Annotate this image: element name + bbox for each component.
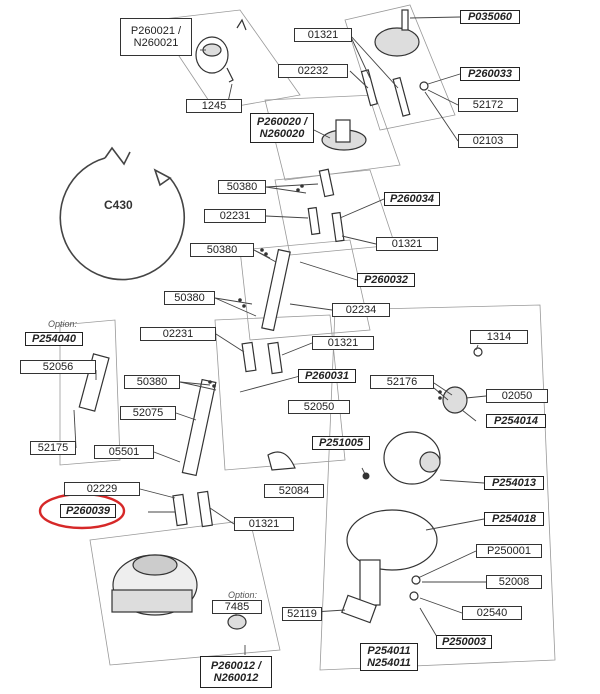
guide-frame-right [319, 304, 556, 671]
label-p254040: P254040 [25, 332, 83, 346]
label-p260020: P260020 /N260020 [250, 113, 314, 143]
label-p254011-line1: P254011 [367, 645, 411, 657]
label-50380-c: 50380 [164, 291, 215, 305]
label-52119: 52119 [282, 607, 322, 621]
label-50380-d: 50380 [124, 375, 180, 389]
label-p260020-line1: P260020 / [256, 116, 308, 128]
label-52175: 52175 [30, 441, 76, 455]
part-rod-6 [172, 493, 188, 527]
label-c430: C430 [104, 198, 133, 212]
label-p035060: P035060 [460, 10, 520, 24]
label-option-1: Option: [48, 319, 78, 329]
label-02231-a: 02231 [204, 209, 266, 223]
part-option-cap [227, 614, 247, 630]
label-p254013: P254013 [484, 476, 544, 490]
label-7485: 7485 [212, 600, 262, 614]
label-52056: 52056 [20, 360, 96, 374]
label-02103: 02103 [458, 134, 518, 148]
part-cage [346, 509, 438, 571]
label-02050: 02050 [486, 389, 548, 403]
label-02232: 02232 [278, 64, 348, 78]
part-option-tube [78, 353, 110, 412]
part-rod-1 [318, 168, 335, 198]
part-rod-2 [307, 206, 321, 236]
label-52176: 52176 [370, 375, 434, 389]
label-p260021: P260021 /N260021 [120, 18, 192, 56]
label-01321-b: 01321 [376, 237, 438, 251]
label-52172: 52172 [458, 98, 518, 112]
label-01321-c: 01321 [312, 336, 374, 350]
label-05501: 05501 [94, 445, 154, 459]
part-rod-5 [267, 341, 283, 375]
guide-frame-option [59, 319, 121, 466]
part-rod-4 [241, 341, 257, 373]
label-p260012: P260012 /N260012 [200, 656, 272, 688]
label-p254011-line2: N254011 [367, 657, 411, 669]
label-p260020-line2: N260020 [259, 128, 305, 140]
label-02234: 02234 [332, 303, 390, 317]
part-pin-1 [360, 69, 379, 107]
label-p260021-line2: N260021 [133, 37, 179, 49]
guide-frame-shaft3 [214, 314, 346, 471]
label-01321-d: 01321 [234, 517, 294, 531]
label-52084: 52084 [264, 484, 324, 498]
label-option-2: Option: [228, 590, 258, 600]
label-1314: 1314 [470, 330, 528, 344]
guide-frame-head [264, 94, 401, 181]
label-52008: 52008 [486, 575, 542, 589]
part-rod-7 [197, 490, 213, 528]
part-pin-2 [392, 76, 411, 117]
label-p254014: P254014 [486, 414, 546, 428]
label-p260012-line1: P260012 / [210, 660, 262, 672]
c430-ring [59, 146, 186, 281]
label-p260033: P260033 [460, 67, 520, 81]
label-p254018: P254018 [484, 512, 544, 526]
label-p250001: P250001 [476, 544, 542, 558]
label-02231-b: 02231 [140, 327, 216, 341]
part-tube-1 [261, 248, 291, 332]
label-p260012-line2: N260012 [213, 672, 259, 684]
label-p260034: P260034 [384, 192, 440, 206]
label-p251005: P251005 [312, 436, 370, 450]
label-02229: 02229 [64, 482, 140, 496]
part-post [359, 559, 381, 606]
label-1245: 1245 [186, 99, 242, 113]
label-01321-a: 01321 [294, 28, 352, 42]
label-52050: 52050 [288, 400, 350, 414]
guide-frame-shaft2 [239, 239, 371, 341]
label-p260021-line1: P260021 / [130, 25, 182, 37]
guide-frame-top-left [154, 9, 301, 111]
label-50380-a: 50380 [218, 180, 266, 194]
label-52075: 52075 [120, 406, 176, 420]
part-tube-2 [181, 378, 217, 477]
part-rod-3 [331, 211, 345, 243]
label-50380-b: 50380 [190, 243, 254, 257]
label-p250003: P250003 [436, 635, 492, 649]
part-knob [374, 27, 420, 57]
label-p260039: P260039 [60, 504, 116, 518]
part-bracket [267, 451, 296, 471]
label-p260032: P260032 [357, 273, 415, 287]
guide-frame-base [89, 519, 281, 666]
label-02540: 02540 [462, 606, 522, 620]
label-p260031: P260031 [298, 369, 356, 383]
